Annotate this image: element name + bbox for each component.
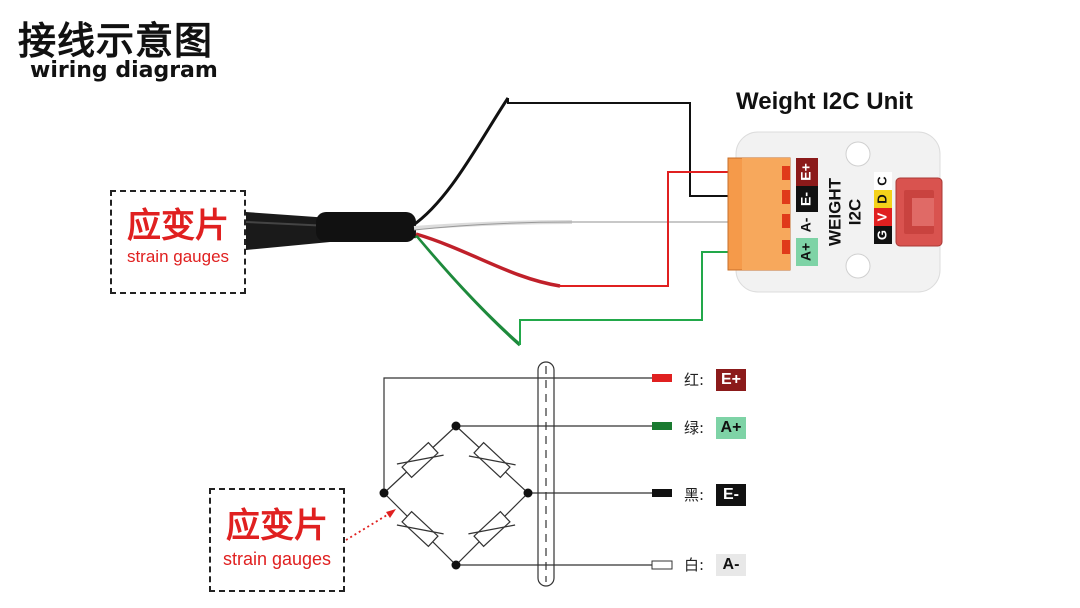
title-english: wiring diagram xyxy=(30,58,218,83)
pin-label-c: C xyxy=(874,176,889,186)
legend-label-green: 绿: xyxy=(684,419,705,437)
pin-label-g: G xyxy=(874,230,889,240)
strain-gauge-label-schematic: 应变片 strain gauges xyxy=(209,488,345,592)
unit-name: Weight I2C Unit xyxy=(736,88,913,115)
strain-gauge-label-cn: 应变片 xyxy=(226,506,328,546)
strain-gauge-label-en: strain gauges xyxy=(126,247,230,266)
pin-label-a-minus: A- xyxy=(798,217,814,232)
legend-badge-e-minus: E- xyxy=(716,484,746,506)
board-text-weight: WEIGHT xyxy=(825,177,844,246)
legend-label-red: 红: xyxy=(684,371,705,389)
title-chinese: 接线示意图 xyxy=(18,19,214,63)
wire-color-swatches xyxy=(651,374,673,570)
cable-photo xyxy=(245,97,573,349)
pin-label-e-plus: E+ xyxy=(798,163,814,181)
weight-i2c-unit-board: E+ E- A- A+ WEIGHT I2C G V D C xyxy=(727,131,943,293)
legend-label-black: 黑: xyxy=(684,486,705,504)
grove-connector-icon xyxy=(895,177,943,247)
board-text-i2c: I2C xyxy=(845,199,864,225)
legend-badge-a-plus: A+ xyxy=(716,417,746,439)
strain-gauge-label-photo: 应变片 strain gauges xyxy=(110,190,246,294)
legend-label-white: 白: xyxy=(684,556,705,574)
pin-label-a-plus: A+ xyxy=(798,243,814,261)
legend-badge-a-minus: A- xyxy=(716,554,746,576)
junction-dots xyxy=(379,421,533,570)
pointer-arrow xyxy=(345,509,396,541)
strain-gauge-resistors xyxy=(396,441,516,548)
pin-label-e-minus: E- xyxy=(798,192,814,206)
strain-gauge-label-en: strain gauges xyxy=(222,549,332,569)
strain-gauge-label-cn: 应变片 xyxy=(127,206,229,246)
pin-label-d: D xyxy=(874,194,889,203)
schematic-diagram xyxy=(383,361,652,587)
pin-label-v: V xyxy=(874,212,889,221)
legend-badge-e-plus: E+ xyxy=(716,369,746,391)
